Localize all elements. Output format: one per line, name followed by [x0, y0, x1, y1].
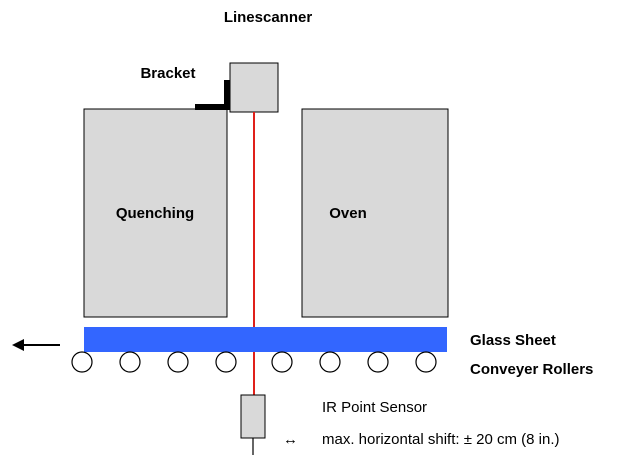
oven-chamber	[301, 108, 449, 318]
roller	[167, 351, 189, 373]
roller	[367, 351, 389, 373]
glass-sheet	[84, 327, 447, 352]
arrow-left-icon	[12, 339, 60, 351]
bracket-label: Bracket	[140, 65, 195, 82]
bracket	[195, 80, 230, 110]
roller	[319, 351, 341, 373]
ir-point-sensor	[240, 394, 266, 439]
linescanner-label: Linescanner	[224, 9, 313, 26]
roller	[71, 351, 93, 373]
roller	[271, 351, 293, 373]
roller	[215, 351, 237, 373]
glass-sheet-label: Glass Sheet	[470, 332, 556, 349]
linescanner-unit	[229, 62, 279, 113]
roller	[415, 351, 437, 373]
shift-note: max. horizontal shift: ± 20 cm (8 in.)	[322, 431, 559, 448]
quenching-chamber	[83, 108, 228, 318]
conveyer-rollers	[71, 351, 437, 373]
ir-point-sensor-label: IR Point Sensor	[322, 399, 427, 416]
double-arrow-icon: ↔	[283, 431, 298, 448]
oven-label: Oven	[329, 205, 367, 222]
roller	[119, 351, 141, 373]
conveyer-rollers-label: Conveyer Rollers	[470, 361, 593, 378]
quenching-label: Quenching	[116, 205, 194, 222]
